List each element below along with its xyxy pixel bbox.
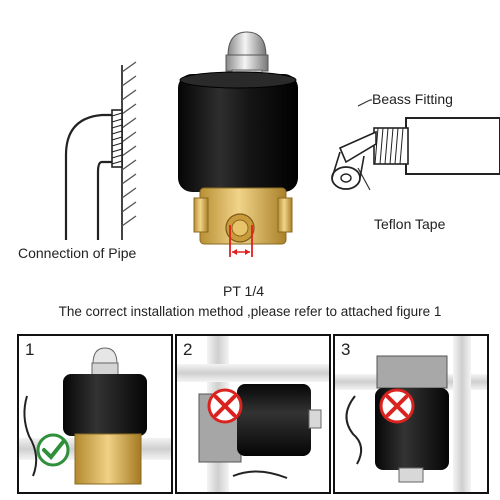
connection-of-pipe-label: Connection of Pipe (18, 245, 137, 261)
installation-caption: The correct installation method ,please … (58, 304, 442, 319)
figure-panel-2: 2 (175, 334, 331, 494)
panel-number: 3 (341, 340, 351, 359)
valve-incorrect-illustration (177, 336, 329, 492)
valve-upside-down-illustration (335, 336, 487, 492)
figure-panel-1: 1 (17, 334, 173, 494)
valve-correct-illustration (19, 347, 171, 485)
pipe-elbow-illustration (64, 61, 137, 240)
solenoid-valve-illustration (178, 31, 298, 257)
figure-panel-3: 3 (333, 334, 489, 494)
panel-number: 2 (183, 340, 193, 359)
port-size-label: PT 1/4 (223, 283, 264, 299)
teflon-tape-label: Teflon Tape (374, 216, 446, 232)
brass-fitting-label: Beass Fitting (372, 91, 453, 107)
panel-number: 1 (25, 340, 35, 359)
brass-fitting-illustration (331, 99, 500, 191)
